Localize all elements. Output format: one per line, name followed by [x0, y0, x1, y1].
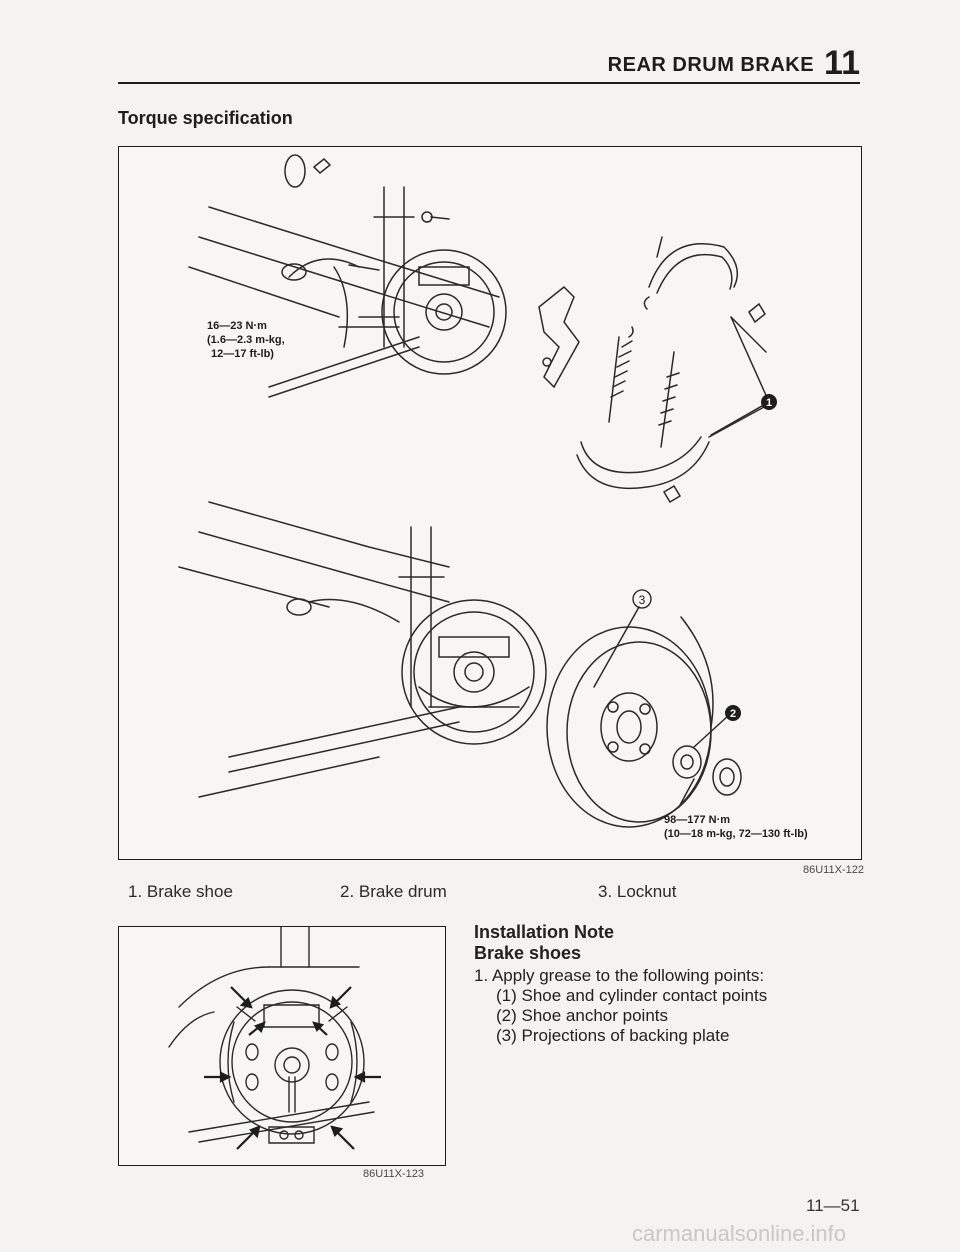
installation-note: Installation Note Brake shoes 1. Apply g…: [474, 922, 874, 1046]
grease-arrows: [204, 986, 381, 1150]
grease-point-3: (3) Projections of backing plate: [496, 1026, 730, 1045]
torque-left-line-2: (1.6—2.3 m-kg,: [207, 334, 285, 346]
torque-bottom-line-2: (10—18 m-kg, 72—130 ft-lb): [664, 828, 808, 840]
backing-plate-drawing: [168, 927, 381, 1150]
grease-point-2: (2) Shoe anchor points: [496, 1006, 668, 1025]
page-header: REAR DRUM BRAKE 11: [118, 46, 860, 84]
installation-subtitle: Brake shoes: [474, 943, 582, 963]
chapter-number: 11: [824, 44, 860, 82]
grease-point-1: (1) Shoe and cylinder contact points: [496, 986, 768, 1005]
callout-3: 3: [639, 593, 646, 607]
installation-title: Installation Note: [474, 922, 615, 942]
header-title: REAR DRUM BRAKE: [607, 54, 815, 76]
callout-2: 2: [730, 708, 736, 720]
section-title: Torque specification: [118, 108, 293, 128]
watermark: carmanualsonline.info: [632, 1221, 847, 1246]
installation-step-1: 1. Apply grease to the following points:: [474, 966, 765, 985]
torque-left-line-1: 16—23 N·m: [207, 320, 267, 332]
legend-brake-drum: 2. Brake drum: [340, 882, 447, 901]
torque-spec-figure: 1 2 3 16—23 N·m (1.6—2.3 m-kg, 12—17 ft-…: [118, 146, 862, 860]
torque-left-line-3: 12—17 ft-lb): [211, 348, 274, 360]
legend-locknut: 3. Locknut: [598, 882, 677, 901]
page-number: 11—51: [806, 1196, 860, 1215]
torque-bottom-line-1: 98—177 N·m: [664, 814, 730, 826]
figure-code-main: 86U11X-122: [803, 864, 864, 876]
callout-1: 1: [766, 397, 772, 409]
legend-brake-shoe: 1. Brake shoe: [128, 882, 233, 901]
figure-code-small: 86U11X-123: [363, 1168, 424, 1180]
grease-points-figure: [118, 926, 446, 1166]
rear-brake-exploded-drawing: 1 2 3 16—23 N·m (1.6—2.3 m-kg, 12—17 ft-…: [178, 154, 808, 840]
callout-markers: 1 2 3: [632, 394, 777, 721]
